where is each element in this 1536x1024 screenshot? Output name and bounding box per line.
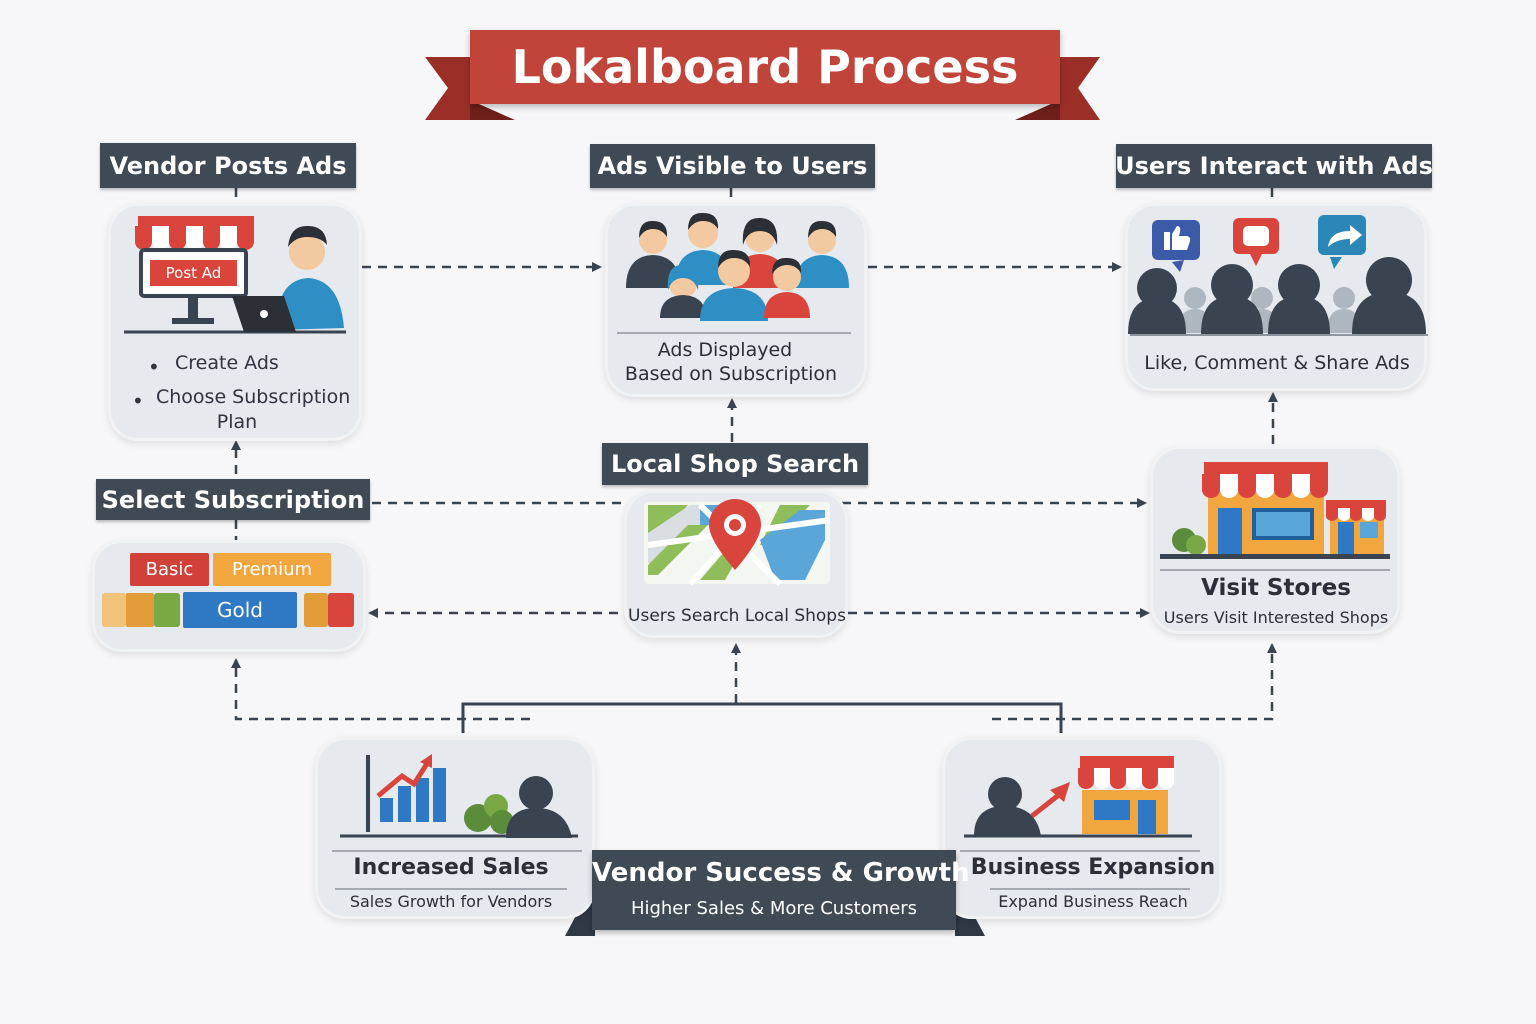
ads-visible-caption-line2: Based on Subscription [624, 363, 838, 385]
business-expansion-caption: Expand Business Reach [998, 892, 1188, 911]
bullet-plan: Plan [216, 411, 258, 433]
vendor-success-banner: Vendor Success & Growth Higher Sales & M… [592, 850, 970, 930]
title-banner: Lokalboard Process [470, 30, 1060, 104]
bullet-dot: • [148, 355, 160, 379]
users-interact-caption: Like, Comment & Share Ads [1144, 352, 1410, 374]
comment-icon [1233, 218, 1279, 266]
vendor-success-subtitle: Higher Sales & More Customers [630, 898, 918, 919]
label-ads-visible: Ads Visible to Users [590, 144, 875, 188]
visit-stores-caption: Users Visit Interested Shops [1163, 608, 1389, 627]
label-local-shop-search: Local Shop Search [602, 443, 868, 485]
plan-basic-button[interactable]: Basic [130, 553, 209, 586]
page-title: Lokalboard Process [511, 40, 1019, 94]
plan-premium-label: Premium [231, 559, 313, 580]
increased-sales-caption: Sales Growth for Vendors [349, 892, 553, 911]
bullet-choose-plan: Choose Subscription [156, 386, 351, 408]
vendor-success-title: Vendor Success & Growth [592, 858, 970, 888]
ads-visible-caption-line1: Ads Displayed [657, 339, 793, 361]
plan-gold-label: Gold [217, 598, 263, 622]
bullet-create-ads: Create Ads [175, 352, 279, 374]
visit-stores-title: Visit Stores [1201, 575, 1351, 601]
label-select-subscription: Select Subscription [96, 479, 370, 520]
plan-gold-button[interactable]: Gold [183, 592, 297, 628]
label-vendor-posts-ads: Vendor Posts Ads [100, 143, 356, 188]
plan-basic-label: Basic [145, 559, 194, 580]
share-icon [1318, 215, 1366, 269]
like-icon [1152, 220, 1200, 272]
post-ad-sign: Post Ad [165, 264, 222, 282]
bullet-dot: • [132, 389, 144, 413]
business-expansion-title: Business Expansion [970, 855, 1216, 880]
local-search-caption: Users Search Local Shops [628, 606, 846, 626]
vendor-bullets: • Create Ads • Choose Subscription Plan [112, 350, 362, 440]
label-users-interact: Users Interact with Ads [1115, 144, 1433, 188]
plan-premium-button[interactable]: Premium [213, 553, 331, 586]
increased-sales-title: Increased Sales [353, 855, 549, 880]
